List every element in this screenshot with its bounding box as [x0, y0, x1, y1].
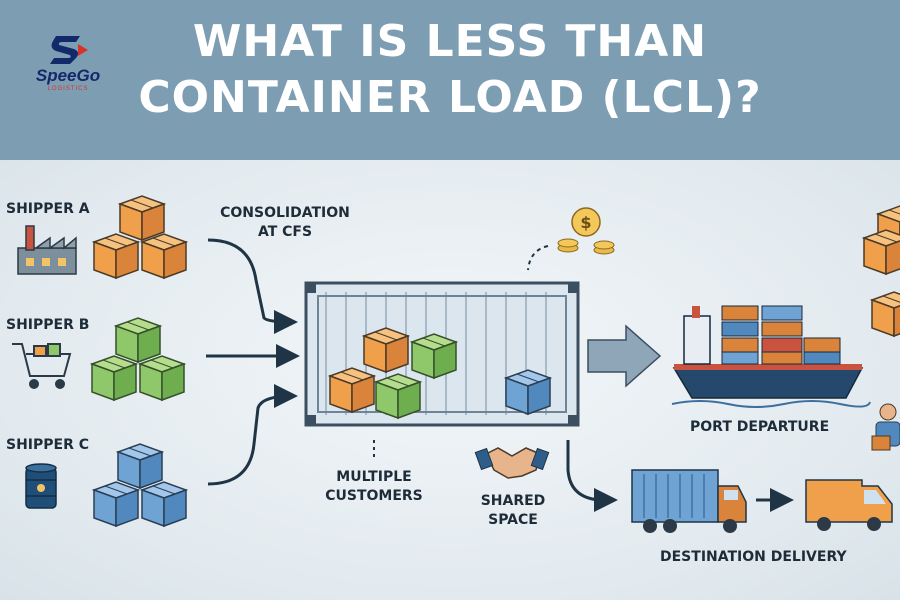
oil-barrel-icon [25, 463, 57, 509]
label-consolidation: CONSOLIDATION AT CFS [210, 204, 360, 242]
label-destination-delivery: DESTINATION DELIVERY [660, 549, 847, 565]
arrow-to-port [587, 324, 662, 388]
label-multiple-customers: MULTIPLE CUSTOMERS [314, 468, 434, 506]
label-consolidation-line-1: CONSOLIDATION [220, 205, 350, 221]
shipper-c-boxes [93, 443, 187, 527]
label-shipper-b: SHIPPER B [6, 317, 90, 333]
label-multiple-line-2: CUSTOMERS [325, 488, 423, 504]
logo-name: SpeeGo [35, 66, 101, 85]
arrow-to-delivery [566, 440, 618, 512]
label-shared-line-1: SHARED [480, 493, 546, 509]
delivery-truck-icon [631, 469, 747, 533]
label-consolidation-line-2: AT CFS [257, 224, 313, 240]
edge-boxes [863, 205, 900, 337]
coin-stack-icon: $ [557, 207, 615, 255]
shipping-container [304, 281, 580, 427]
coin-symbol: $ [580, 213, 591, 232]
logo-s-icon [50, 36, 88, 64]
title-line-2: CONTAINER LOAD (LCL)? [138, 72, 762, 123]
shopping-cart-icon [12, 343, 72, 389]
label-multiple-line-1: MULTIPLE [336, 469, 412, 485]
shipper-b-boxes [91, 317, 185, 401]
label-port-departure: PORT DEPARTURE [690, 419, 830, 435]
arrow-shipper-a [207, 238, 298, 334]
arrow-shipper-c [207, 384, 298, 486]
label-shipper-c: SHIPPER C [6, 437, 90, 453]
cargo-ship-icon [671, 305, 871, 408]
worker-icon [871, 403, 900, 451]
speego-logo: SpeeGo LOGISTICS [18, 30, 118, 100]
logo-subtitle: LOGISTICS [47, 86, 89, 92]
label-shared-line-2: SPACE [488, 512, 538, 528]
label-shared-space: SHARED SPACE [470, 492, 556, 530]
factory-icon [17, 225, 77, 275]
page-title: WHAT IS LESS THAN CONTAINER LOAD (LCL)? [0, 14, 900, 126]
handshake-icon [474, 447, 550, 479]
delivery-van-icon [805, 479, 893, 531]
dashed-connector [527, 245, 549, 271]
shipper-a-boxes [93, 195, 187, 279]
header-banner [0, 0, 900, 160]
title-line-1: WHAT IS LESS THAN [192, 16, 708, 67]
label-shipper-a: SHIPPER A [6, 201, 90, 217]
